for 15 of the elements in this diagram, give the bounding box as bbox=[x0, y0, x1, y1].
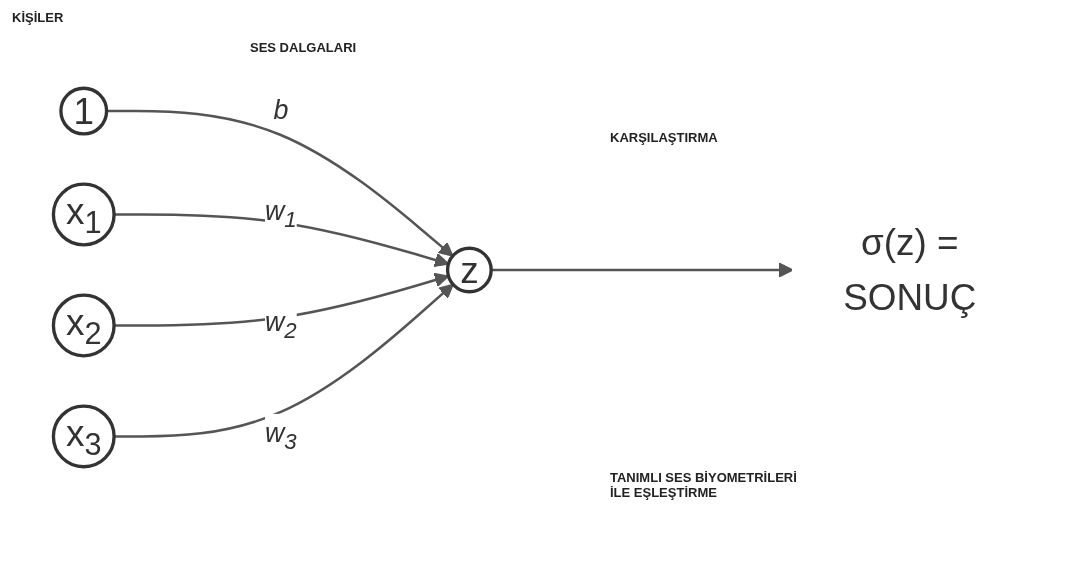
node-circle: x$_{1}$ bbox=[51, 182, 116, 247]
node-circle: x$_{3}$ bbox=[51, 404, 116, 469]
node-circle: z bbox=[445, 246, 493, 294]
note-text: TANIMLI SES BİYOMETRİLERİ İLE EŞLEŞTİRME bbox=[610, 470, 798, 500]
arrow bbox=[114, 283, 454, 438]
note-text: KİŞİLER bbox=[12, 10, 64, 25]
node-circle: x$_{2}$ bbox=[51, 293, 116, 358]
edge-label: w$_{1}$ bbox=[264, 196, 297, 232]
node-circle: 1 bbox=[59, 86, 109, 136]
note-text: SES DALGALARI bbox=[250, 40, 357, 55]
edge-label: b bbox=[273, 95, 289, 125]
node-text: σ(z) = SONUÇ bbox=[843, 221, 977, 319]
edge-label: w$_{3}$ bbox=[264, 418, 297, 454]
note-text: KARŞILAŞTIRMA bbox=[610, 130, 718, 145]
edge-label: w$_{2}$ bbox=[264, 307, 297, 343]
